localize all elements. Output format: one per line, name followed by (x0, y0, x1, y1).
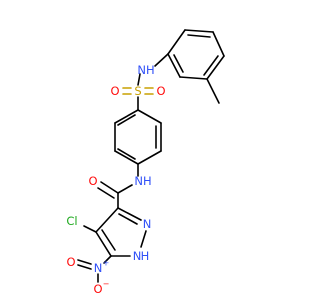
molecule-structure: NH S O O O NH Cl N N H N + O O − (66, 29, 225, 296)
bond (167, 29, 186, 55)
methyl-bond (206, 78, 220, 104)
nitro-o-bottom-label: O (93, 282, 102, 296)
phenylene-ring (114, 109, 162, 165)
bond (118, 213, 138, 225)
bond (212, 31, 225, 57)
bond (140, 230, 147, 248)
bond (179, 76, 208, 80)
bond (184, 29, 214, 33)
pyrazole-nh-h-label: H (141, 249, 150, 263)
pyrazole-ring (95, 207, 147, 257)
chlorine-label: Cl (66, 214, 77, 228)
nitro-o-left-label: O (66, 255, 75, 269)
bond (95, 231, 112, 257)
pyrazole-n-label: N (143, 217, 152, 231)
bond-inner (173, 54, 184, 73)
bond (77, 264, 92, 270)
bond (137, 150, 162, 165)
bond (97, 187, 115, 199)
sulfonyl-o-left-label: O (110, 84, 119, 98)
tolyl-ring (167, 29, 225, 80)
bond (117, 184, 133, 194)
nitro-o-charge: − (103, 280, 110, 289)
bond (95, 207, 119, 233)
bond-inner (187, 34, 211, 38)
sulfur-label: S (134, 84, 141, 98)
bond-inner (203, 55, 219, 76)
bond (137, 73, 141, 86)
bond-inner (117, 114, 136, 126)
bond (137, 109, 162, 124)
bond (100, 181, 119, 194)
amide-o-label: O (88, 174, 97, 188)
amide-nh-label: NH (134, 174, 151, 188)
pyrazole-nh-n-label: N (133, 249, 142, 263)
sulfonyl-o-right-label: O (156, 84, 165, 98)
bond (83, 225, 97, 233)
bond (77, 259, 92, 265)
nitro-n-label: N (94, 261, 103, 275)
bond (167, 53, 181, 78)
sulfonamide-nh-label: NH (137, 63, 154, 77)
bond (103, 255, 112, 264)
nitro-n-charge: + (103, 259, 110, 268)
bond (117, 207, 142, 221)
bond (114, 150, 139, 165)
bond (114, 109, 139, 124)
bond (206, 55, 225, 80)
bond (101, 229, 116, 251)
bond-inner (117, 148, 136, 160)
bond (154, 53, 169, 67)
sulfonyl-bonds (122, 87, 154, 95)
